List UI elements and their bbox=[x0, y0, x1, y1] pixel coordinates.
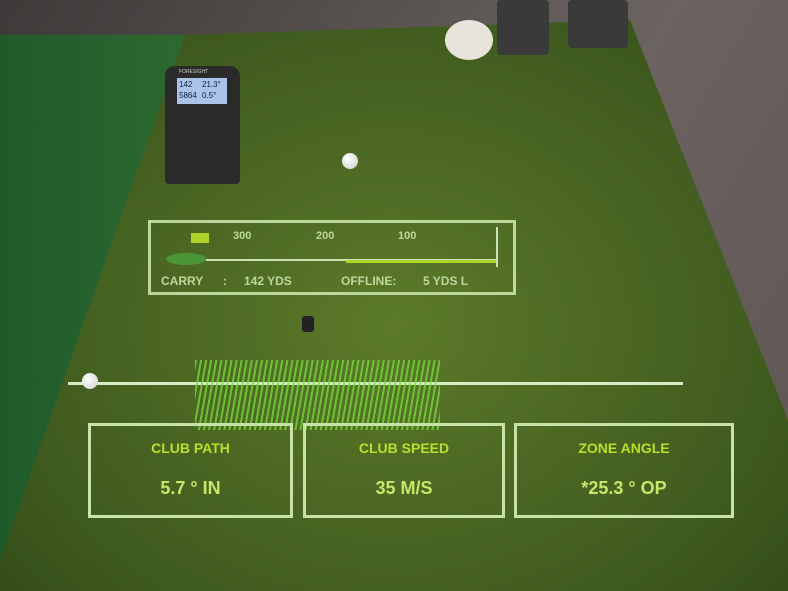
green-icon bbox=[166, 253, 206, 265]
metric-club-speed: CLUB SPEED 35 M/S bbox=[303, 423, 505, 518]
shot-trace bbox=[346, 260, 496, 263]
sensor-unit bbox=[497, 0, 549, 55]
tick-label: 200 bbox=[316, 230, 335, 242]
ball-bucket bbox=[445, 20, 493, 60]
range-display: 300 200 100 CARRY : 142 YDS OFFLINE: 5 Y… bbox=[148, 220, 516, 295]
carry-label: CARRY bbox=[161, 274, 204, 288]
device-screen: 142 21.3° 5864 0.5° bbox=[177, 78, 227, 104]
device-brand: FORESIGHT bbox=[179, 69, 209, 75]
readout: 5864 bbox=[179, 91, 197, 100]
offline-value: 5 YDS L bbox=[423, 274, 469, 288]
offline-label: OFFLINE: bbox=[341, 274, 397, 288]
readout: 142 bbox=[179, 80, 193, 89]
metric-value: 5.7 ° IN bbox=[160, 478, 221, 498]
carry-separator: : bbox=[223, 274, 227, 288]
tick-label: 100 bbox=[398, 230, 417, 242]
golf-ball bbox=[342, 153, 358, 169]
tee bbox=[302, 316, 314, 332]
readout: 0.5° bbox=[202, 91, 217, 100]
readout: 21.3° bbox=[202, 80, 221, 89]
golf-ball bbox=[82, 373, 98, 389]
metric-value: 35 M/S bbox=[375, 478, 433, 498]
tick-label: 300 bbox=[233, 230, 252, 242]
launch-monitor: FORESIGHT 142 21.3° 5864 0.5° bbox=[165, 66, 263, 184]
metric-zone-angle: ZONE ANGLE *25.3 ° OP bbox=[514, 423, 734, 518]
metric-label: ZONE ANGLE bbox=[578, 440, 670, 456]
carry-value: 142 YDS bbox=[244, 274, 292, 288]
flag-icon bbox=[191, 233, 209, 243]
metric-club-path: CLUB PATH 5.7 ° IN bbox=[88, 423, 293, 518]
swing-path-visual bbox=[195, 360, 440, 430]
metric-value: *25.3 ° OP bbox=[581, 478, 667, 498]
metric-label: CLUB SPEED bbox=[358, 440, 450, 456]
sensor-unit bbox=[568, 0, 628, 48]
tee-marker bbox=[496, 227, 498, 267]
metric-label: CLUB PATH bbox=[151, 440, 230, 456]
